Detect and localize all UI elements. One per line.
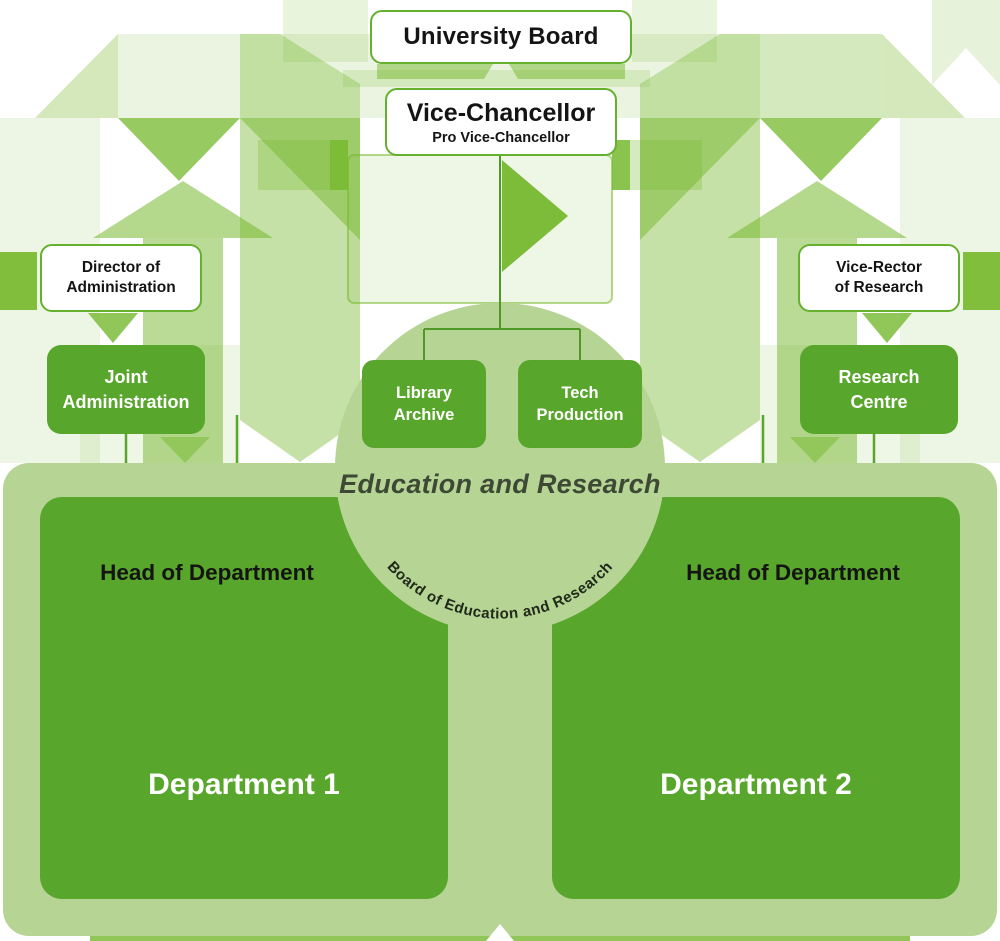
director-of-administration-box: Director of Administration	[40, 244, 202, 312]
decor-fold	[882, 34, 965, 118]
decor-column-right	[640, 118, 760, 462]
vice-rector-label-line1: Vice-Rector	[836, 258, 922, 276]
decor-down-arrowhead	[88, 313, 138, 343]
director-label-line1: Director of	[81, 258, 161, 276]
vice-rector-box: Vice-Rector of Research	[798, 244, 960, 312]
research-centre-line2: Centre	[850, 391, 908, 412]
tech-production-line1: Tech	[561, 383, 599, 402]
decor-band-segment	[640, 34, 760, 118]
decor-fold-triangle	[640, 118, 760, 240]
decor-fold	[35, 34, 118, 118]
decor-edge-stub	[963, 252, 1000, 310]
dept1-name-label: Department 1	[148, 768, 340, 801]
director-label-line2: Administration	[66, 279, 176, 296]
pro-vice-chancellor-label: Pro Vice-Chancellor	[432, 129, 570, 146]
vice-chancellor-box: Vice-Chancellor Pro Vice-Chancellor	[385, 88, 617, 156]
bottom-notch-icon	[486, 924, 514, 941]
department-2-box	[552, 497, 960, 899]
decor-block	[283, 0, 368, 62]
decor-up-arrowhead	[727, 181, 907, 238]
decor-band-segment	[240, 34, 360, 118]
library-archive-line2: Archive	[393, 406, 455, 424]
university-board-box: University Board	[370, 10, 632, 64]
decor-top-band	[35, 34, 965, 118]
decor-underline-segment	[377, 64, 493, 79]
dept2-name-label: Department 2	[660, 768, 852, 801]
department-1-box	[40, 497, 448, 899]
joint-administration-box: Joint Administration	[47, 345, 205, 434]
dept2-head-label: Head of Department	[686, 560, 900, 585]
library-archive-line1: Library	[396, 383, 452, 402]
education-research-title: Education and Research	[339, 469, 661, 499]
research-centre-line1: Research	[838, 367, 920, 388]
decor-column-left	[240, 118, 360, 462]
decor-dark-triangle	[760, 118, 882, 181]
decor-block	[632, 0, 717, 62]
branch-connector-lines	[124, 415, 876, 463]
dept1-head-label: Head of Department	[100, 560, 314, 585]
tech-production-line2: Production	[536, 406, 624, 424]
decor-wing	[630, 140, 702, 190]
vice-rector-label-line2: of Research	[834, 279, 924, 296]
decor-chevron	[932, 0, 1000, 85]
joint-admin-line2: Administration	[62, 391, 190, 412]
decor-center-panel	[347, 154, 613, 304]
library-archive-box: Library Archive	[362, 360, 486, 448]
decor-dark-triangle	[118, 118, 240, 181]
vice-chancellor-label: Vice-Chancellor	[406, 98, 596, 127]
university-board-label: University Board	[403, 23, 599, 50]
decor-up-arrowhead	[93, 181, 273, 238]
vc-to-units-connector	[423, 156, 581, 360]
decor-stub	[612, 140, 630, 190]
decor-down-arrowhead	[790, 437, 840, 463]
decor-wing	[258, 140, 330, 190]
decor-down-arrowhead	[862, 313, 912, 343]
decor-underline-segment	[509, 64, 625, 79]
joint-admin-line1: Joint	[104, 367, 148, 388]
decor-edge-stub	[0, 252, 37, 310]
decor-stub	[330, 140, 348, 190]
tech-production-box: Tech Production	[518, 360, 642, 448]
decor-play-triangle	[502, 160, 568, 272]
decor-band-segment	[760, 34, 882, 118]
research-centre-box: Research Centre	[800, 345, 958, 434]
decor-down-arrowhead	[160, 437, 210, 463]
